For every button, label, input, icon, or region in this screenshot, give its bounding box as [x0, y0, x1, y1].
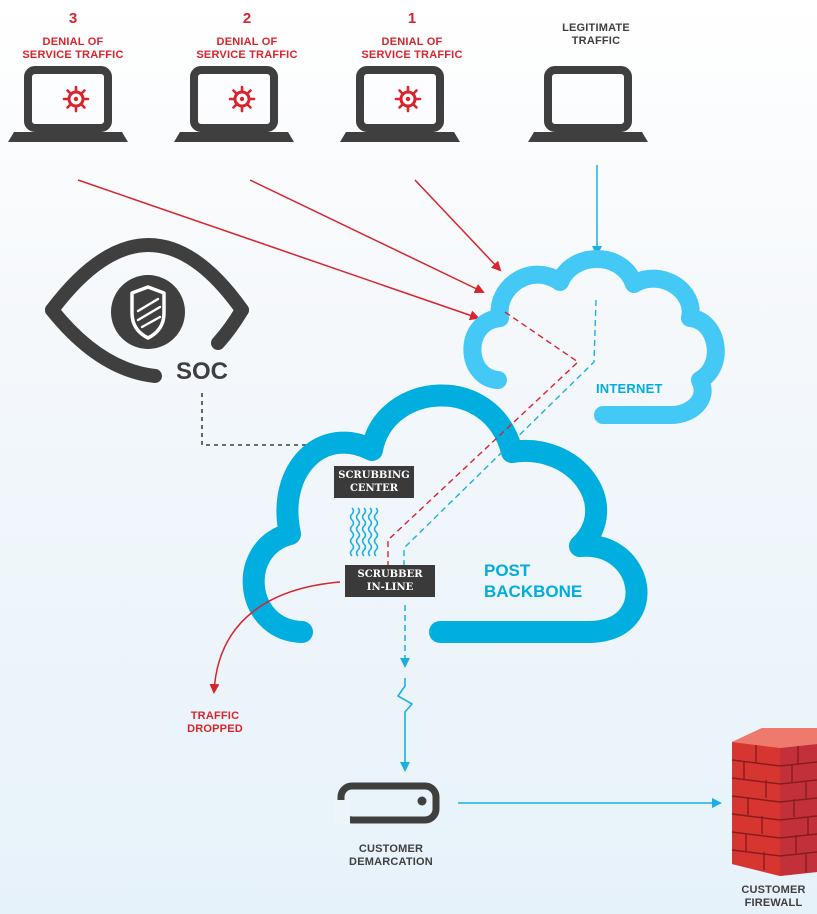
- scrubbing-center-tag: SCRUBBING CENTER: [334, 466, 414, 498]
- internet-cloud-icon: [463, 250, 725, 424]
- scrubber-inline-line1: SCRUBBER: [357, 569, 423, 580]
- attack-arrow-1: [414, 179, 502, 272]
- backbone-line2: BACKBONE: [484, 582, 583, 601]
- attacker-label-1-line1: DENIAL OF: [381, 36, 443, 48]
- customer-demarcation-label: CUSTOMER DEMARCATION: [336, 843, 446, 869]
- router-box-icon: [334, 782, 440, 824]
- legitimate-line2: TRAFFIC: [571, 35, 621, 47]
- backbone-cloud-icon: [242, 384, 648, 643]
- eye-shield-icon: [45, 238, 249, 383]
- attacker-label-2: DENIAL OF SERVICE TRAFFIC: [192, 36, 302, 62]
- traffic-dropped-label: TRAFFIC DROPPED: [170, 710, 260, 736]
- scrubbing-center-line2: CENTER: [349, 483, 399, 494]
- brick-wall-icon: [731, 728, 817, 876]
- attacker-label-2-line2: SERVICE TRAFFIC: [196, 49, 298, 61]
- dropped-line2: DROPPED: [187, 723, 243, 735]
- internet-label: INTERNET: [596, 381, 663, 396]
- laptop-virus-icon-3: [8, 70, 128, 142]
- scrub-wave-lines: [349, 507, 379, 557]
- firewall-line1: CUSTOMER: [741, 884, 806, 896]
- scrubber-inline-tag: SCRUBBER IN-LINE: [345, 565, 435, 597]
- backbone-line1: POST: [484, 561, 531, 580]
- attacker-label-3-line2: SERVICE TRAFFIC: [22, 49, 124, 61]
- laptop-virus-icon-2: [174, 70, 294, 142]
- attack-arrow-3: [77, 179, 480, 321]
- laptop-icon-legitimate: [528, 70, 648, 142]
- blue-dashed-path: [403, 299, 597, 575]
- attacker-label-1-line2: SERVICE TRAFFIC: [361, 49, 463, 61]
- attacker-label-1: DENIAL OF SERVICE TRAFFIC: [357, 36, 467, 62]
- customer-firewall-label: CUSTOMER FIREWALL: [730, 884, 817, 910]
- drop-arrow: [209, 581, 341, 694]
- demarcation-line1: CUSTOMER: [358, 843, 424, 855]
- attacker-label-2-line1: DENIAL OF: [216, 36, 278, 48]
- link-zigzag: [396, 678, 414, 772]
- attack-arrow-2: [249, 179, 485, 294]
- attacker-label-3: DENIAL OF SERVICE TRAFFIC: [18, 36, 128, 62]
- scrubber-inline-line2: IN-LINE: [366, 582, 414, 593]
- firewall-line2: FIREWALL: [744, 897, 803, 909]
- red-dashed-path: [387, 311, 580, 575]
- scrubbing-center-line1: SCRUBBING: [338, 470, 410, 481]
- soc-label: SOC: [176, 358, 229, 385]
- demarcation-line2: DEMARCATION: [349, 856, 433, 868]
- attacker-number-1: 1: [407, 10, 417, 27]
- attacker-number-3: 3: [68, 10, 78, 27]
- attacker-number-2: 2: [242, 10, 252, 27]
- attacker-label-3-line1: DENIAL OF: [42, 36, 104, 48]
- legitimate-line1: LEGITIMATE: [562, 22, 630, 34]
- dropped-line1: TRAFFIC: [190, 710, 240, 722]
- laptop-virus-icon-1: [340, 70, 460, 142]
- legitimate-traffic-label: LEGITIMATE TRAFFIC: [546, 22, 646, 48]
- post-backbone-label: POST BACKBONE: [484, 560, 582, 602]
